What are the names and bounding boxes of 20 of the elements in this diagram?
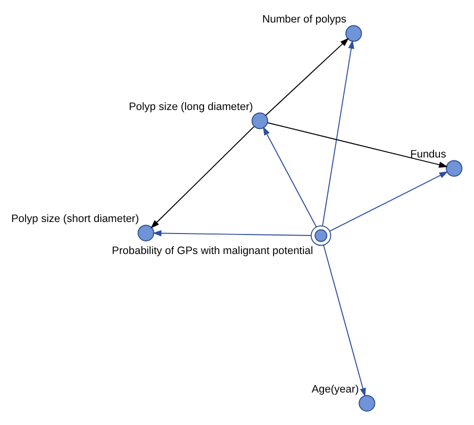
node-circle	[138, 224, 154, 242]
arrow	[152, 230, 312, 236]
node-circle	[252, 112, 268, 130]
node-label: Age(year)	[312, 383, 359, 396]
node-circle	[446, 160, 462, 177]
node-label: Number of polyps	[262, 14, 346, 26]
node-label: Polyp size (long diameter)	[128, 100, 254, 113]
arrow	[262, 126, 317, 228]
arrow	[329, 171, 448, 232]
arrow	[265, 38, 349, 116]
arrow	[323, 244, 366, 397]
node-label: Polyp size (short diameter)	[11, 213, 139, 226]
node-circle	[310, 225, 332, 246]
node-circle	[345, 25, 362, 42]
arrow	[267, 122, 448, 168]
node-label: Fundus	[410, 148, 446, 160]
node-circle	[358, 394, 376, 412]
node-label: Probability of GPs with malignant potential	[112, 244, 314, 257]
arrow	[322, 40, 354, 226]
arrow	[150, 126, 255, 228]
